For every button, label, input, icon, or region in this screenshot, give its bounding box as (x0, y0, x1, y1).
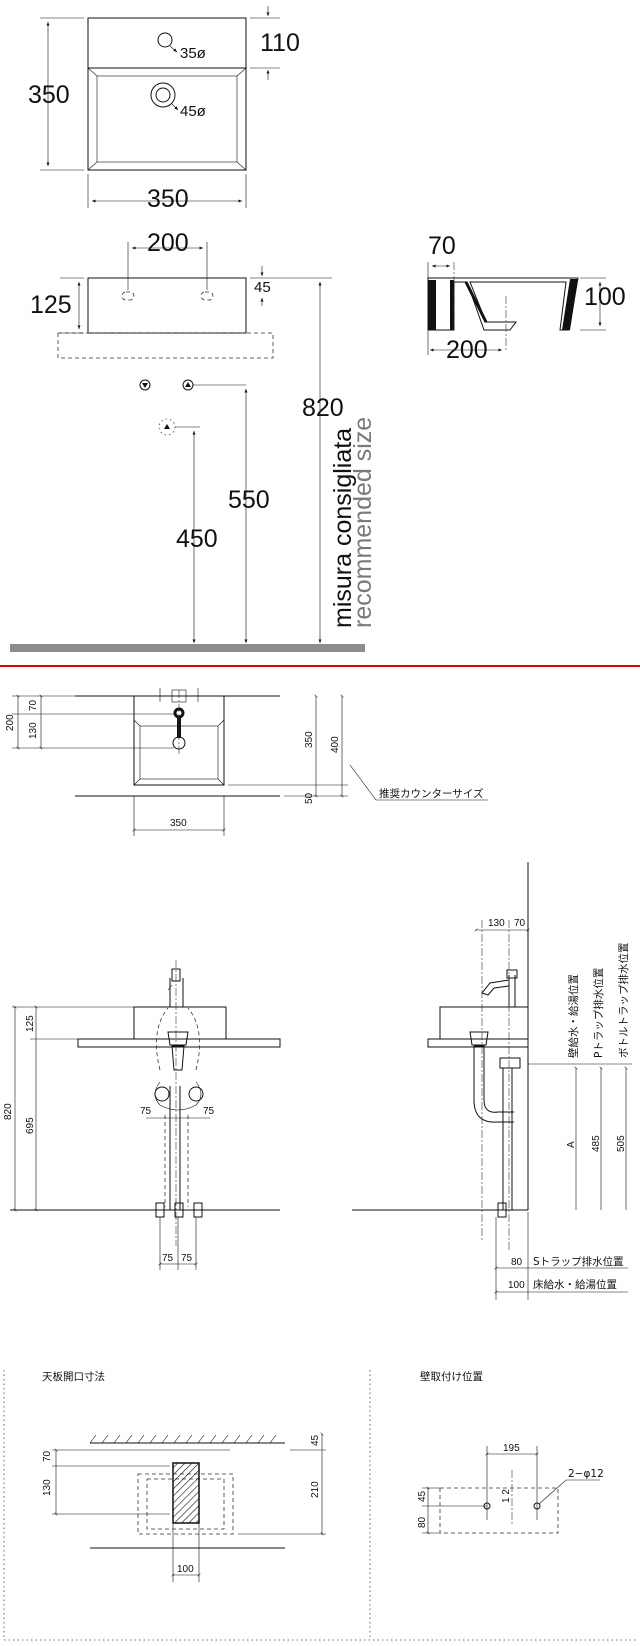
front-elevation: 200 125 45 820 550 450 misura consigliat… (10, 229, 377, 652)
jpf-dim-125: 125 (25, 1015, 36, 1032)
bottom-details: 天板開口寸法 壁取付け位置 70 130 45 210 100 195 1 2 (3, 1370, 636, 1641)
side-dim-100: 100 (584, 283, 626, 311)
dim-110: 110 (260, 29, 300, 57)
jp-dim-400: 400 (330, 736, 341, 753)
dim-45: 45 (254, 279, 271, 296)
side-dim-200: 200 (446, 336, 488, 364)
open-dim-130: 130 (42, 1479, 53, 1496)
top-plan-view: 35ø 45ø 110 350 350 (28, 6, 300, 213)
jp-front-elevation: 820 125 695 75 75 75 75 (3, 960, 281, 1270)
jp-dim-50: 50 (304, 792, 315, 804)
dim-820: 820 (302, 394, 344, 422)
jps-dim-100: 100 (508, 1280, 525, 1291)
jpf-dim-820: 820 (3, 1103, 14, 1120)
floor-bar (10, 644, 365, 652)
dim-125: 125 (30, 291, 72, 319)
jp-plan-view: 200 70 130 350 400 50 推奨カウンターサイズ 350 (5, 688, 488, 836)
open-dim-100: 100 (177, 1564, 194, 1575)
side-dim-70: 70 (428, 232, 456, 260)
label-bottle-trap: ボトルトラップ排水位置 (617, 943, 630, 1059)
opening-title: 天板開口寸法 (42, 1370, 105, 1383)
dim-450: 450 (176, 525, 218, 553)
drain-hole-dim: 45ø (180, 103, 206, 120)
label-wall-supply: 壁給水・給湯位置 (567, 974, 580, 1058)
section-divider (0, 665, 640, 667)
jpf-b75l: 75 (162, 1253, 174, 1264)
jp-dim-130: 130 (28, 722, 39, 739)
jp-dim-350v: 350 (304, 731, 315, 748)
dim-a: A (566, 1141, 577, 1148)
recommended-note-en: recommended size (349, 417, 377, 628)
jps-dim-80: 80 (511, 1257, 523, 1268)
label-s-trap: Sトラップ排水位置 (533, 1255, 624, 1268)
jps-dim-130: 130 (488, 918, 505, 929)
label-floor-supply: 床給水・給湯位置 (533, 1278, 617, 1291)
jpf-dim-695: 695 (25, 1117, 36, 1134)
jps-dim-505: 505 (616, 1135, 627, 1152)
open-dim-45: 45 (310, 1434, 321, 1446)
wall-dim-80: 80 (417, 1516, 428, 1528)
jpf-b75r: 75 (181, 1253, 193, 1264)
faucet-hole-dim: 35ø (180, 45, 206, 62)
jpf-a75l: 75 (140, 1106, 152, 1117)
jps-dim-70: 70 (514, 918, 526, 929)
wall-dim-195: 195 (503, 1443, 520, 1454)
wall-hole-label: 2−φ12 (568, 1468, 604, 1480)
dim-550: 550 (228, 486, 270, 514)
side-section: 70 200 100 (427, 232, 626, 364)
wall-dim-45: 45 (417, 1490, 428, 1502)
dim-350-height: 350 (28, 81, 70, 109)
label-ptrap: Pトラップ排水位置 (592, 968, 605, 1058)
jp-side-elevation: 130 70 壁給水・給湯位置 Pトラップ排水位置 ボトルトラップ排水位置 A … (352, 862, 632, 1300)
wall-title: 壁取付け位置 (420, 1370, 483, 1383)
open-dim-70: 70 (42, 1450, 53, 1462)
jp-dim-70: 70 (28, 699, 39, 711)
open-dim-210: 210 (310, 1481, 321, 1498)
dim-350-width: 350 (147, 185, 189, 213)
jp-dim-350h: 350 (170, 818, 187, 829)
jpf-a75r: 75 (203, 1106, 215, 1117)
dim-200: 200 (147, 229, 189, 257)
recommended-note-it: misura consigliata (329, 428, 357, 628)
wall-small: 1 2 (501, 1489, 512, 1503)
counter-size-label: 推奨カウンターサイズ (379, 787, 483, 800)
jp-dim-200: 200 (5, 714, 16, 731)
jps-dim-485: 485 (591, 1135, 602, 1152)
